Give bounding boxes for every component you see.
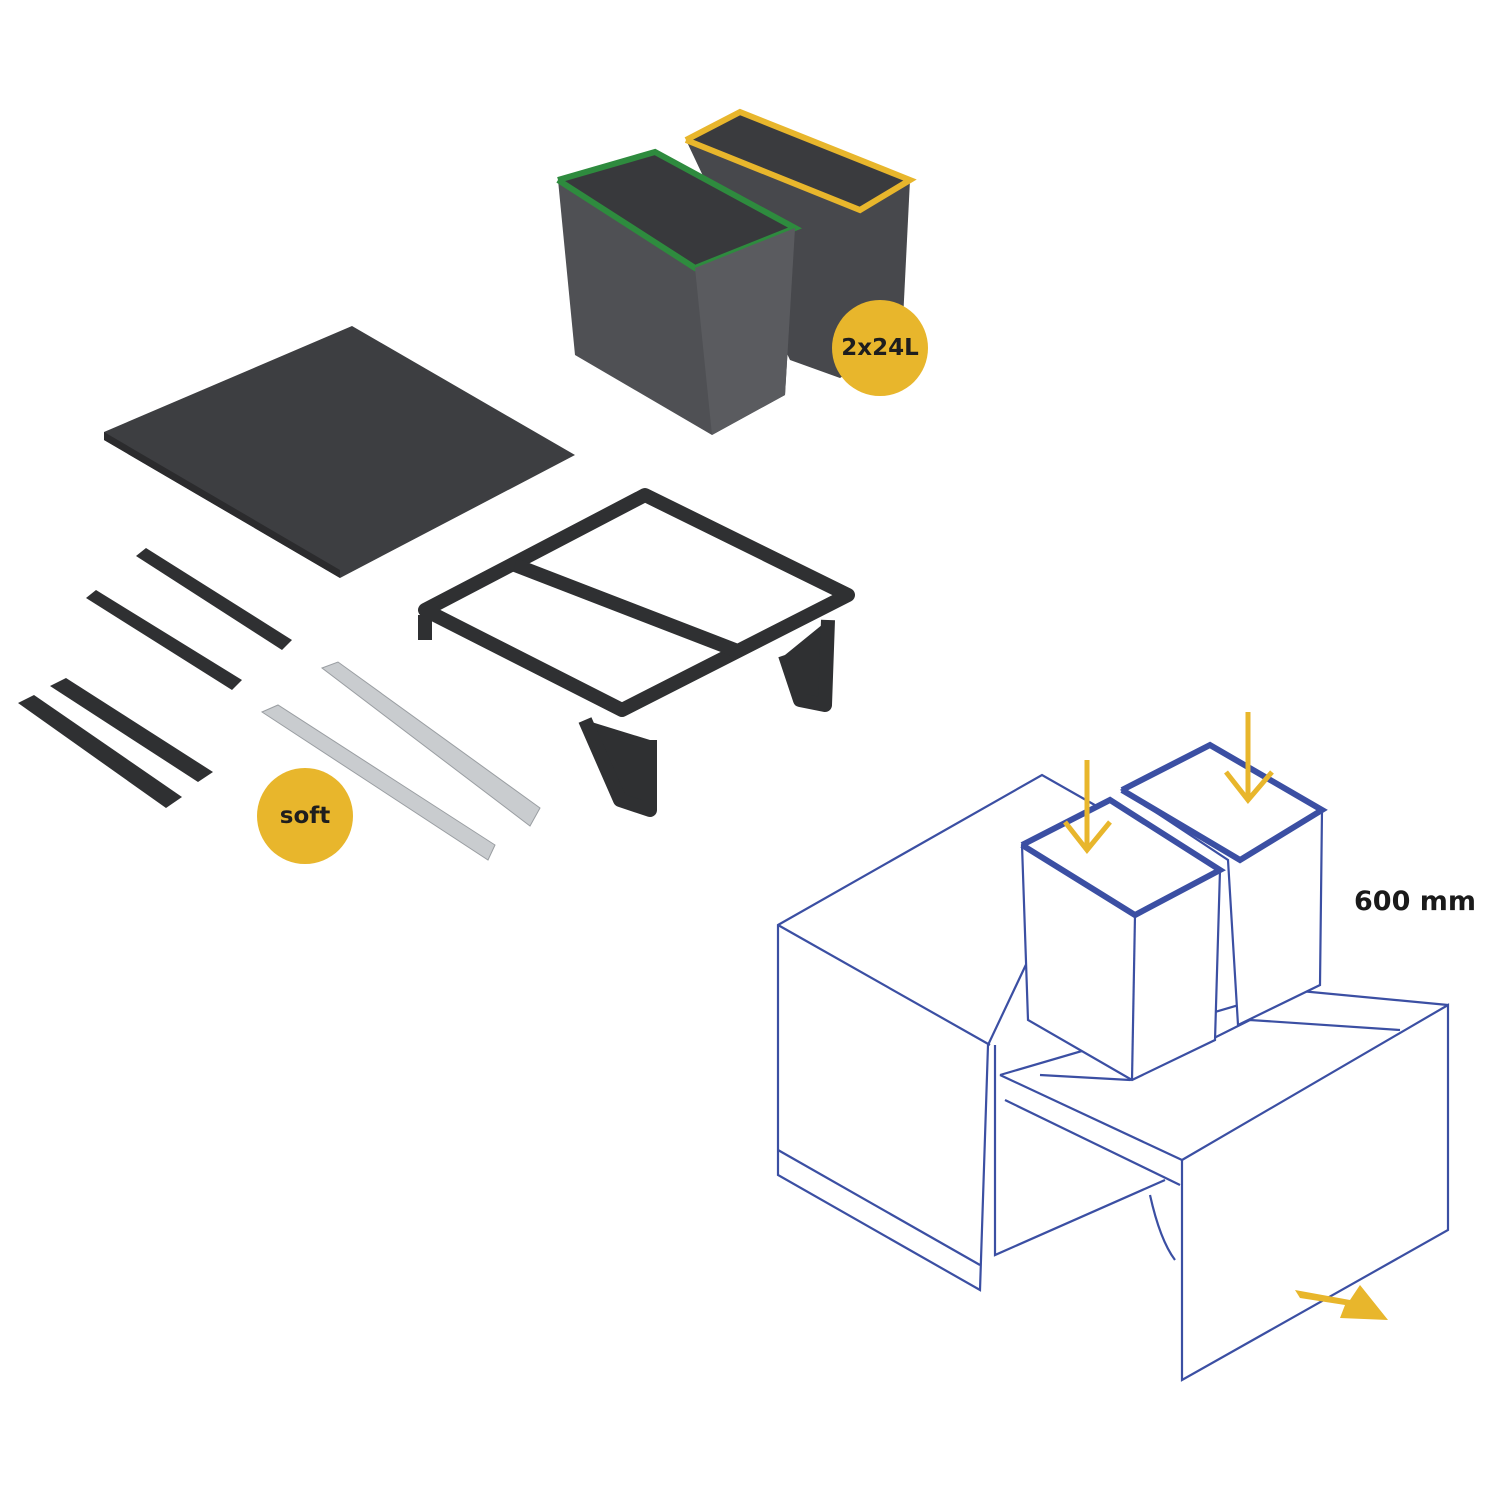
insert-arrows bbox=[1063, 712, 1274, 854]
fixing-strips bbox=[18, 548, 292, 808]
cabinet-width-label: 600 mm bbox=[1354, 886, 1477, 917]
soft-close-badge: soft bbox=[257, 768, 353, 864]
soft-close-label: soft bbox=[279, 803, 331, 829]
drawer-runners bbox=[260, 661, 541, 861]
bin-green-rim bbox=[556, 148, 803, 435]
pull-out-arrow bbox=[1295, 1285, 1388, 1320]
bin-frame bbox=[418, 488, 855, 817]
capacity-label: 2x24L bbox=[841, 335, 919, 361]
capacity-badge: 2x24L bbox=[832, 300, 928, 396]
base-panel bbox=[104, 326, 575, 578]
bins-drawing bbox=[1020, 741, 1328, 1082]
